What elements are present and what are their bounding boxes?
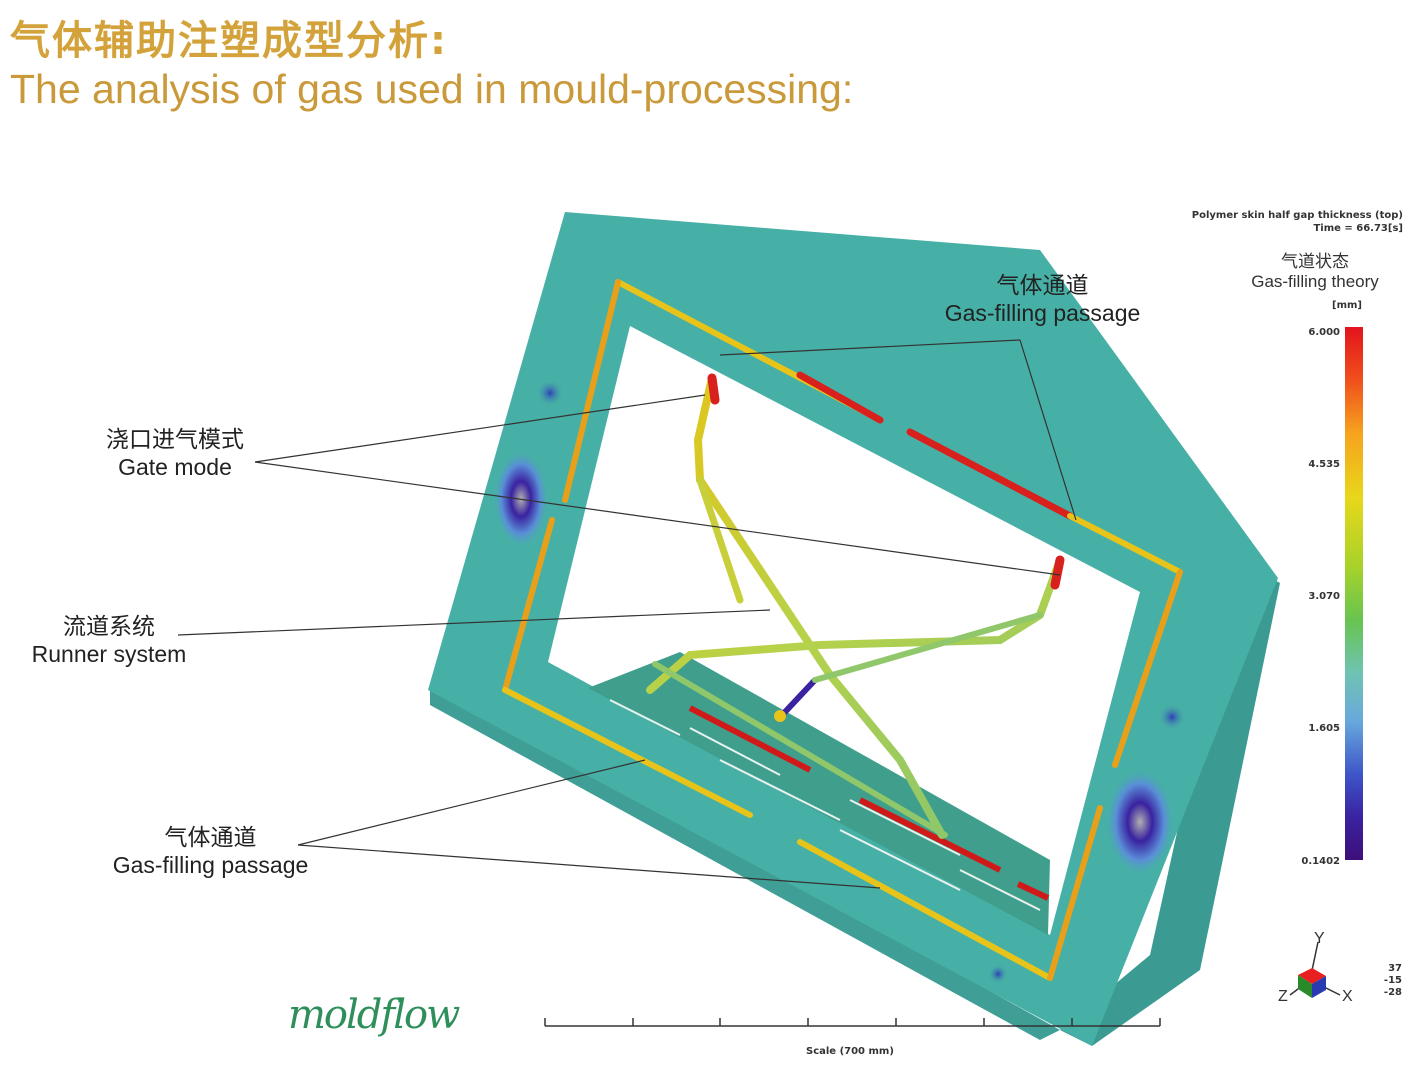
page-title-cn: 气体辅助注塑成型分析: bbox=[10, 18, 448, 64]
inner-red-bar bbox=[688, 705, 812, 773]
thin-region-right bbox=[1105, 767, 1175, 877]
runner-system bbox=[646, 373, 1065, 839]
leader-lines bbox=[177, 339, 1077, 889]
thin-spot bbox=[988, 964, 1008, 984]
color-scale-bar bbox=[1345, 327, 1363, 860]
view-angles: 37 -15 -28 bbox=[1380, 963, 1402, 999]
callout-cn: 浇口进气模式 bbox=[106, 427, 244, 453]
legend-tick: 1.605 bbox=[1308, 723, 1340, 734]
legend-subtitle: 气道状态 Gas-filling theory bbox=[1240, 247, 1390, 292]
page-title-en: The analysis of gas used in mould-proces… bbox=[10, 66, 854, 112]
callout-en: Gate mode bbox=[118, 454, 232, 480]
legend-tick: 3.070 bbox=[1308, 591, 1340, 602]
callout-gate-mode: 浇口进气模式 Gate mode bbox=[80, 420, 270, 481]
legend-subtitle-en: Gas-filling theory bbox=[1251, 272, 1379, 291]
legend-subtitle-cn: 气道状态 bbox=[1281, 252, 1349, 272]
scale-label: Scale (700 mm) bbox=[806, 1046, 894, 1057]
thin-spot bbox=[536, 379, 564, 407]
inner-red-bar bbox=[858, 797, 1002, 873]
inner-part-rib-pattern bbox=[609, 699, 1041, 911]
inner-part-deck bbox=[588, 652, 1050, 935]
view-angle: -28 bbox=[1383, 987, 1402, 998]
view-angle: -15 bbox=[1383, 975, 1402, 986]
thin-spot bbox=[1158, 703, 1186, 731]
callout-cn: 气体通道 bbox=[996, 273, 1089, 299]
callout-en: Gas-filling passage bbox=[112, 852, 309, 878]
callout-cn: 气体通道 bbox=[164, 825, 257, 851]
callout-gas-passage-bottom: 气体通道 Gas-filling passage bbox=[88, 818, 333, 879]
moldflow-logo: moldflow bbox=[288, 992, 460, 1038]
gas-channels bbox=[502, 279, 1183, 981]
axis-y-label: Y bbox=[1314, 930, 1325, 947]
callout-cn: 流道系统 bbox=[63, 614, 155, 640]
callout-gas-passage-top: 气体通道 Gas-filling passage bbox=[920, 266, 1165, 327]
legend-tick: 4.535 bbox=[1308, 459, 1340, 470]
frame-body bbox=[428, 212, 1278, 1046]
legend-tick: 6.000 bbox=[1308, 327, 1340, 338]
axis-z-label: Z bbox=[1278, 988, 1288, 1005]
result-time: Time = 66.73[s] bbox=[1313, 223, 1403, 234]
axis-triad bbox=[1289, 941, 1341, 998]
legend-unit: [mm] bbox=[1332, 300, 1362, 311]
axis-x-label: X bbox=[1342, 988, 1353, 1005]
view-angle: 37 bbox=[1388, 963, 1402, 974]
result-name: Polymer skin half gap thickness (top) bbox=[1191, 210, 1403, 221]
inner-red-bar bbox=[1016, 881, 1050, 901]
legend-tick: 0.1402 bbox=[1301, 856, 1340, 867]
scale-bar bbox=[544, 1018, 1161, 1027]
callout-runner-system: 流道系统 Runner system bbox=[14, 607, 204, 668]
callout-en: Runner system bbox=[31, 641, 187, 667]
result-title: Polymer skin half gap thickness (top) Ti… bbox=[1192, 209, 1403, 235]
callout-en: Gas-filling passage bbox=[944, 300, 1141, 326]
